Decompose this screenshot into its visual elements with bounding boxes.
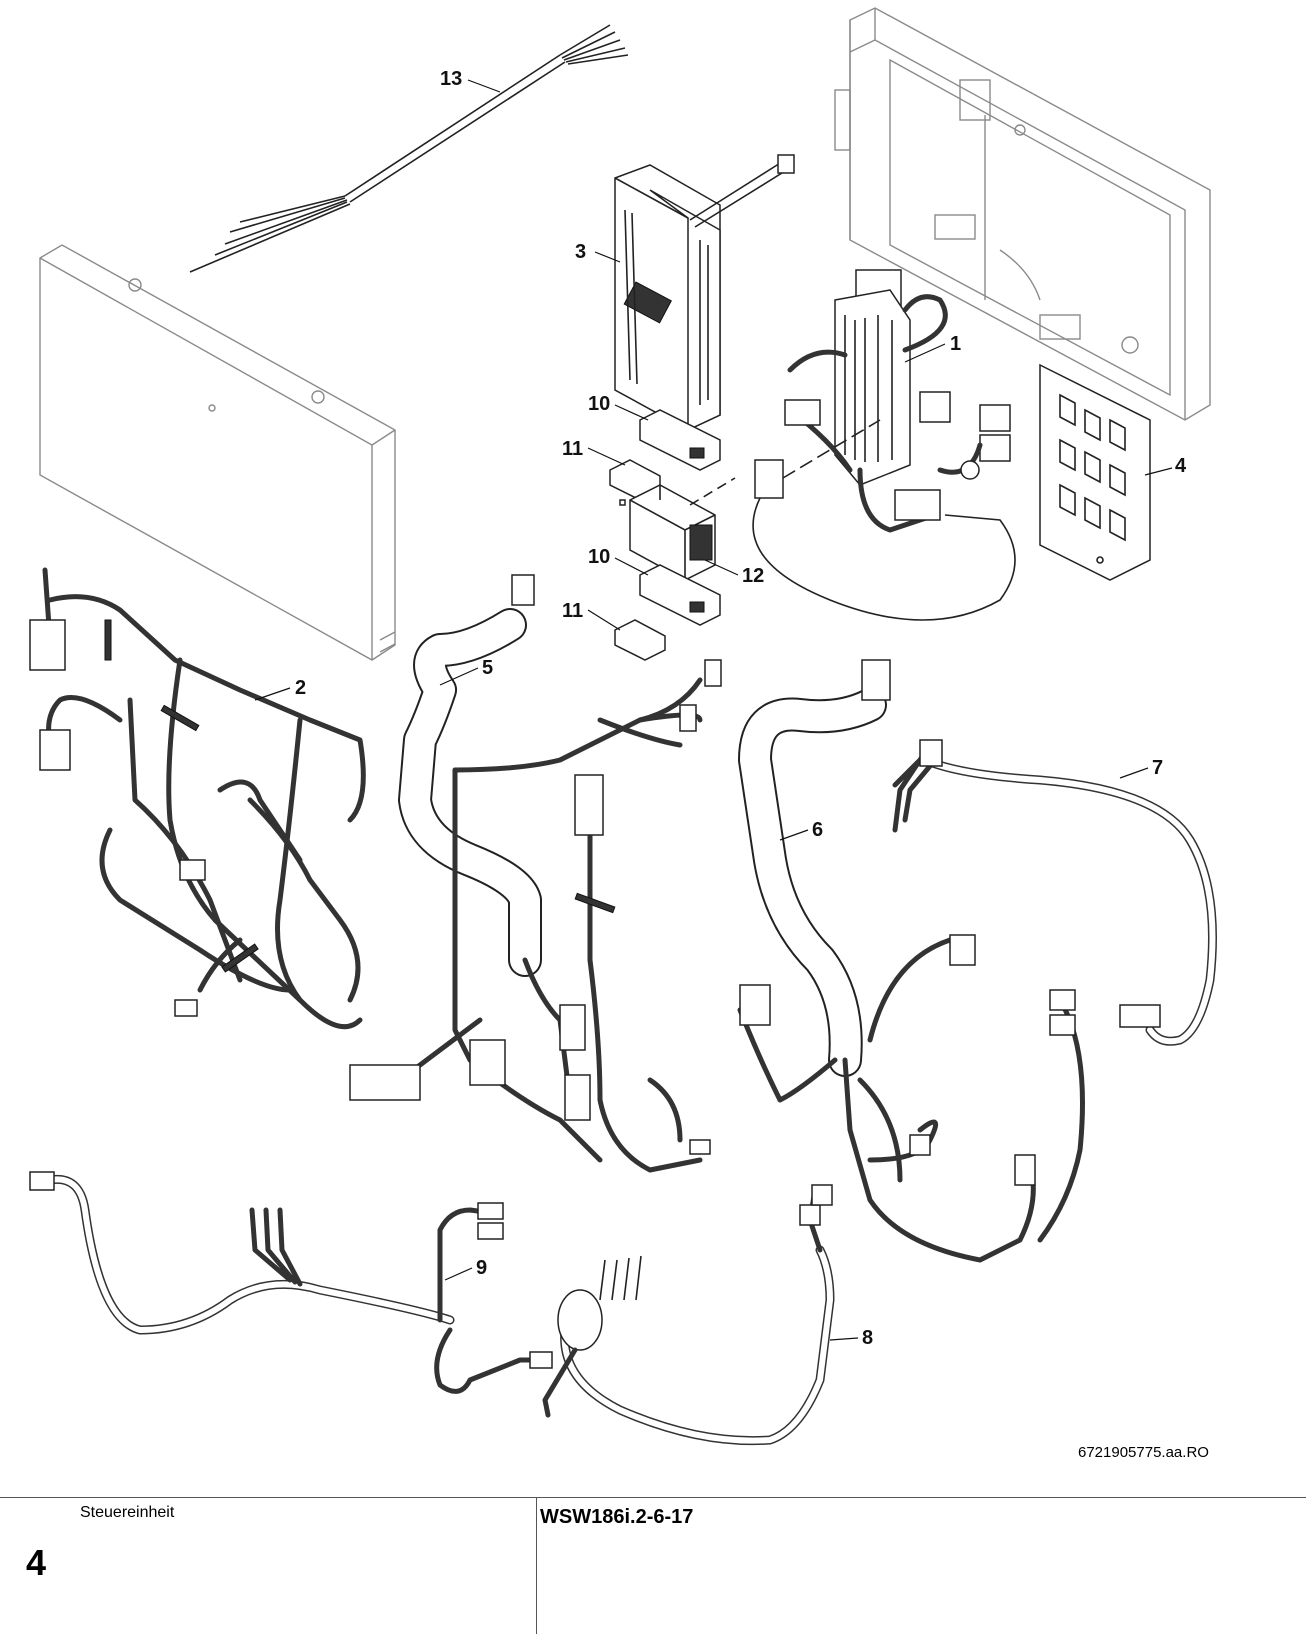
connector-10-upper xyxy=(639,409,721,471)
callout-4: 4 xyxy=(1175,455,1187,477)
cable-13 xyxy=(189,24,629,273)
callout-3: 3 xyxy=(575,241,586,263)
drawing-reference: 6721905775.aa.RO xyxy=(1078,1444,1209,1461)
cable-7 xyxy=(892,739,1217,1046)
wiring-harness-6 xyxy=(737,659,1085,1263)
callout-9: 9 xyxy=(476,1257,487,1279)
wiring-harness-5 xyxy=(349,499,722,1173)
callout-6: 6 xyxy=(812,819,823,841)
connector-11-lower xyxy=(614,619,666,661)
front-cover-panel xyxy=(39,244,396,661)
control-box-housing xyxy=(834,7,1211,421)
control-unit-3 xyxy=(614,154,795,432)
cable-9 xyxy=(29,1171,553,1394)
callout-11-lower: 11 xyxy=(562,600,583,622)
callout-12: 12 xyxy=(742,565,764,587)
terminal-assembly-1 xyxy=(752,269,1016,621)
footer: Steuereinheit 4 WSW186i.2-6-17 xyxy=(0,1497,1306,1634)
callout-labels: 13 3 1 4 10 11 12 10 11 5 2 6 7 8 9 xyxy=(295,68,1187,1349)
callout-7: 7 xyxy=(1152,757,1163,779)
connector-10-lower xyxy=(639,564,721,626)
model-designation: WSW186i.2-6-17 xyxy=(540,1506,694,1528)
group-name: Steuereinheit xyxy=(80,1504,175,1521)
module-12 xyxy=(629,477,736,581)
callout-1: 1 xyxy=(950,333,961,355)
callout-11-upper: 11 xyxy=(562,438,583,460)
callout-8: 8 xyxy=(862,1327,873,1349)
group-number: 4 xyxy=(26,1542,47,1583)
exploded-parts-drawing: 13 3 1 4 10 11 12 10 11 5 2 6 7 8 9 xyxy=(29,7,1217,1446)
cable-8 xyxy=(542,1184,835,1446)
leader-lines xyxy=(254,79,1173,1341)
footer-divider xyxy=(536,1498,537,1634)
callout-5: 5 xyxy=(482,657,493,679)
callout-10-upper: 10 xyxy=(588,393,610,415)
callout-2: 2 xyxy=(295,677,306,699)
wiring-harness-2 xyxy=(29,567,366,1030)
relay-board-4 xyxy=(1039,363,1151,581)
callout-13: 13 xyxy=(440,68,462,90)
callout-10-lower: 10 xyxy=(588,546,610,568)
